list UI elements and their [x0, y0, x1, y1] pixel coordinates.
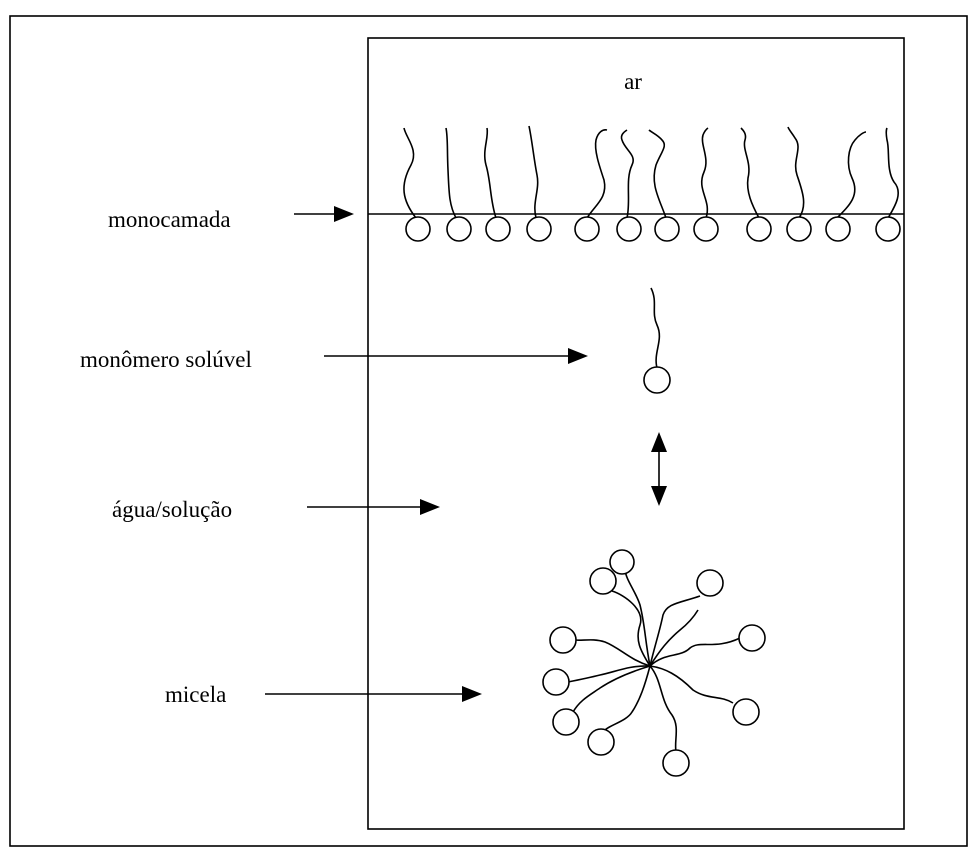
micelle: [542, 549, 766, 777]
hydrophobic-tail: [836, 131, 867, 219]
micelle-head: [587, 728, 615, 756]
micelle-tail: [572, 665, 651, 713]
monolayer-label: monocamada: [108, 207, 231, 232]
micelle-tail: [649, 665, 734, 704]
hydrophilic-head: [446, 216, 472, 242]
micelle-tail: [649, 637, 741, 667]
micelle-pointer: micela: [165, 682, 482, 707]
hydrophilic-head: [526, 216, 552, 242]
micelle-tail: [649, 609, 699, 667]
hydrophobic-tail: [528, 125, 539, 219]
micelle-head: [609, 549, 635, 575]
hydrophobic-tail: [648, 129, 667, 219]
monolayer-molecule: [875, 127, 901, 242]
hydrophobic-tail: [740, 127, 760, 219]
arrowhead: [568, 348, 588, 364]
hydrophobic-tail: [700, 127, 709, 219]
hydrophilic-head: [574, 216, 600, 242]
hydrophobic-tail: [445, 127, 457, 219]
hydrophilic-head: [485, 216, 511, 242]
hydrophilic-head: [616, 216, 642, 242]
hydrophobic-tail: [483, 127, 497, 219]
air-label: ar: [624, 69, 642, 94]
arrowhead: [334, 206, 354, 222]
micelle-head: [732, 698, 760, 726]
micelle-head: [589, 567, 617, 595]
micelle-head: [549, 626, 577, 654]
soluble-monomer: [643, 287, 671, 394]
equilibrium-arrow: [651, 432, 667, 506]
hydrophobic-tail: [885, 127, 899, 219]
soluble-monomer-label: monômero solúvel: [80, 347, 252, 372]
hydrophobic-tail: [787, 126, 805, 219]
micelle-tail: [567, 665, 651, 683]
water-solution-label: água/solução: [112, 497, 232, 522]
micelle-head: [662, 749, 690, 777]
hydrophilic-head: [786, 216, 812, 242]
monolayer-molecule: [740, 127, 772, 242]
micelle-head: [696, 569, 724, 597]
hydrophilic-head: [693, 216, 719, 242]
monolayer-molecule: [616, 129, 642, 242]
micelle-head: [738, 624, 766, 652]
monomer-pointer: monômero solúvel: [80, 347, 588, 372]
hydrophilic-head: [825, 216, 851, 242]
monolayer-molecule: [786, 126, 812, 242]
arrowhead: [462, 686, 482, 702]
hydrophobic-tail: [403, 127, 417, 219]
micelle-head: [552, 708, 580, 736]
micelle-tail: [611, 590, 651, 667]
hydrophilic-head: [746, 216, 772, 242]
monolayer-molecule: [825, 131, 867, 242]
monolayer-molecule: [693, 127, 719, 242]
hydrophilic-head: [654, 216, 680, 242]
hydrophobic-tail: [586, 129, 608, 219]
micelle-tail: [574, 639, 651, 667]
micelle-head: [542, 668, 570, 696]
monolayer-molecule: [403, 127, 431, 242]
hydrophilic-head: [643, 366, 671, 394]
micelle-label: micela: [165, 682, 226, 707]
monolayer-molecule: [445, 127, 472, 242]
monolayer-molecules: [403, 125, 901, 242]
hydrophobic-tail: [620, 129, 634, 219]
micelle-tail: [602, 665, 651, 733]
container-box: [367, 37, 905, 830]
monolayer-pointer: monocamada: [108, 206, 354, 232]
water-pointer: água/solução: [112, 497, 440, 522]
hydrophobic-tail: [650, 287, 661, 369]
hydrophilic-head: [875, 216, 901, 242]
micelle-tail: [624, 569, 651, 667]
monolayer-molecule: [483, 127, 511, 242]
micelle-tail: [649, 595, 701, 667]
hydrophilic-head: [405, 216, 431, 242]
micelle-tail: [649, 665, 678, 753]
monolayer-molecule: [574, 129, 608, 242]
outer-frame: [9, 15, 968, 847]
monolayer-molecule: [648, 129, 680, 242]
arrowhead: [420, 499, 440, 515]
monolayer-molecule: [526, 125, 552, 242]
